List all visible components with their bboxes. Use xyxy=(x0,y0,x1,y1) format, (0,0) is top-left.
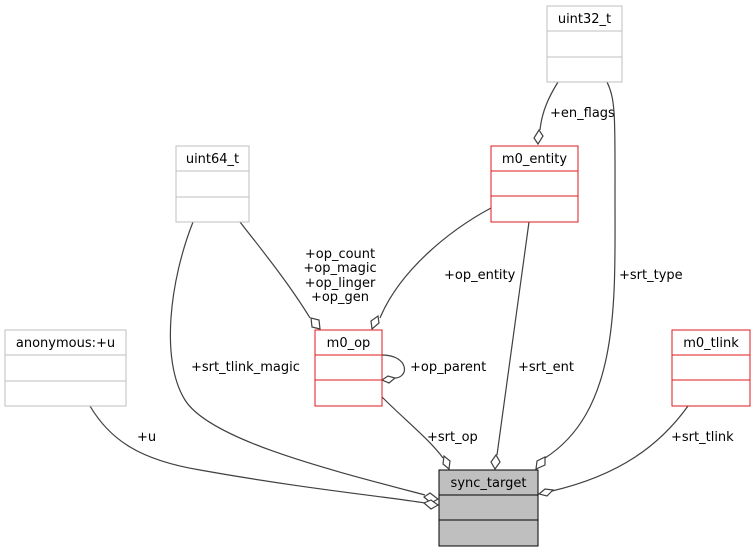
edge-srt-op-diamond xyxy=(442,454,451,471)
edge-srt-tlink-magic xyxy=(169,221,426,496)
edge-srt-type-diamond xyxy=(535,456,546,470)
edge-srt-tlink-diamond xyxy=(537,488,555,497)
node-m0-tlink[interactable]: m0_tlink xyxy=(671,329,751,407)
label-srt-tlink-magic: +srt_tlink_magic xyxy=(191,360,300,375)
edge-srt-ent-diamond xyxy=(490,453,501,471)
edge-en-flags xyxy=(539,81,559,131)
label-srt-type: +srt_type xyxy=(619,268,683,283)
label-op-count: +op_count xyxy=(305,247,375,262)
node-uint32-t[interactable]: uint32_t xyxy=(546,5,623,83)
node-m0-op[interactable]: m0_op xyxy=(314,329,383,407)
label-srt-ent: +srt_ent xyxy=(518,360,574,375)
label-op-parent: +op_parent xyxy=(410,360,486,375)
label-en-flags: +en_flags xyxy=(550,106,615,121)
edge-srt-op xyxy=(381,396,444,459)
node-uint32-t-title: uint32_t xyxy=(558,12,611,27)
edge-op-entity-diamond xyxy=(370,314,380,331)
label-u: +u xyxy=(137,430,156,445)
edge-srt-ent xyxy=(496,221,530,456)
label-op-entity: +op_entity xyxy=(444,268,516,283)
edge-op-entity xyxy=(379,207,492,319)
node-m0-tlink-title: m0_tlink xyxy=(683,336,739,351)
node-m0-entity[interactable]: m0_entity xyxy=(490,145,579,223)
edge-u-diamond xyxy=(422,499,440,510)
node-anonymous-u[interactable]: anonymous:+u xyxy=(4,329,127,407)
node-sync-target[interactable]: sync_target xyxy=(438,469,539,547)
node-anonymous-u-title: anonymous:+u xyxy=(16,336,115,351)
label-op-gen: +op_gen xyxy=(311,290,369,305)
label-op-linger: +op_linger xyxy=(305,276,376,291)
label-srt-op: +srt_op xyxy=(427,430,478,445)
node-m0-op-title: m0_op xyxy=(327,336,371,351)
edge-op-parent xyxy=(381,354,406,379)
edge-u xyxy=(89,405,426,504)
edge-op-parent-diamond xyxy=(380,375,397,384)
node-uint64-t-title: uint64_t xyxy=(186,152,239,167)
node-m0-entity-title: m0_entity xyxy=(502,152,567,167)
node-uint64-t[interactable]: uint64_t xyxy=(175,145,250,223)
edge-srt-tlink xyxy=(551,405,689,492)
label-op-magic: +op_magic xyxy=(303,261,376,276)
edge-op-fields xyxy=(239,221,311,319)
edge-srt-type xyxy=(544,81,616,459)
edge-en-flags-diamond xyxy=(533,128,544,146)
edge-op-fields-diamond xyxy=(310,317,321,330)
edges: +en_flags +srt_type +op_count +op_magic … xyxy=(89,81,734,510)
label-srt-tlink: +srt_tlink xyxy=(671,430,734,445)
node-sync-target-title: sync_target xyxy=(451,476,527,491)
